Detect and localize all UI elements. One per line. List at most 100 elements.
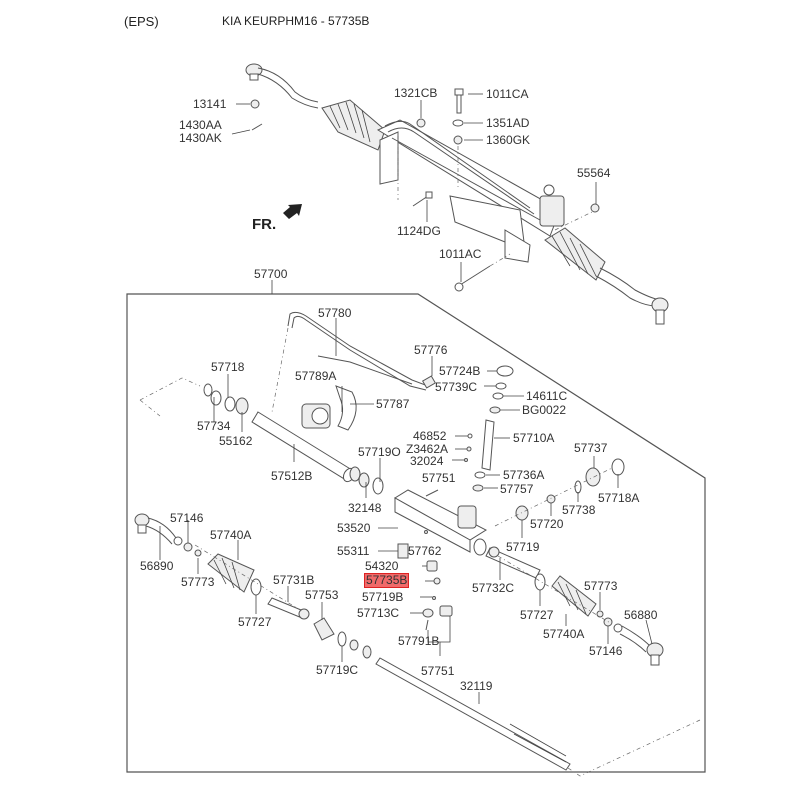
part-label-32148[interactable]: 32148 — [348, 501, 382, 515]
part-label-1360GK[interactable]: 1360GK — [486, 133, 531, 147]
seal-57757[interactable] — [472, 484, 484, 492]
part-label-57146-left[interactable]: 57146 — [170, 511, 204, 525]
part-label-57713C[interactable]: 57713C — [357, 606, 400, 620]
part-label-57512B[interactable]: 57512B — [271, 469, 313, 483]
part-label-57773-left[interactable]: 57773 — [181, 575, 215, 589]
part-label-57739C[interactable]: 57739C — [435, 380, 478, 394]
bolt-1011AC[interactable] — [454, 265, 491, 292]
boot-57740A-left[interactable] — [207, 553, 255, 593]
part-label-57787[interactable]: 57787 — [376, 397, 410, 411]
part-label-55564[interactable]: 55564 — [577, 166, 611, 180]
part-label-57719[interactable]: 57719 — [506, 540, 540, 554]
part-label-57737[interactable]: 57737 — [574, 441, 608, 455]
part-label-55162[interactable]: 55162 — [219, 434, 253, 448]
part-label-57718A[interactable]: 57718A — [598, 491, 640, 505]
part-label-46852[interactable]: 46852 — [413, 429, 447, 443]
part-label-57762[interactable]: 57762 — [408, 544, 442, 558]
seal-55162[interactable] — [235, 397, 249, 415]
boot-upper-right[interactable] — [544, 227, 606, 281]
rack-32119[interactable] — [375, 657, 571, 771]
part-label-57719O[interactable]: 57719O — [358, 445, 401, 459]
part-label-BG0022[interactable]: BG0022 — [522, 403, 567, 417]
o-ring-57736A[interactable] — [474, 471, 486, 479]
part-label-1430AA[interactable]: 1430AA — [179, 118, 222, 132]
pin-57751[interactable] — [425, 489, 439, 497]
housing-53520[interactable] — [394, 489, 488, 556]
part-label-57731B[interactable]: 57731B — [273, 573, 315, 587]
clamp-57727-left[interactable] — [250, 578, 262, 596]
part-label-57719B[interactable]: 57719B — [362, 590, 404, 604]
nut-57720[interactable] — [546, 494, 556, 504]
cotter-pin-1430[interactable] — [251, 123, 263, 131]
part-label-1430AK[interactable]: 1430AK — [179, 131, 222, 145]
part-label-32119[interactable]: 32119 — [460, 679, 493, 693]
part-label-57727-left[interactable]: 57727 — [238, 615, 272, 629]
part-label-54320[interactable]: 54320 — [365, 559, 399, 573]
screw-57791B[interactable] — [425, 619, 429, 631]
part-label-13141[interactable]: 13141 — [193, 97, 227, 111]
part-label-1321CB[interactable]: 1321CB — [394, 86, 438, 100]
o-ring-57719O[interactable] — [372, 477, 384, 495]
part-label-57757[interactable]: 57757 — [500, 482, 534, 496]
tie-rod-end-upper-right[interactable] — [595, 267, 669, 325]
part-label-32024[interactable]: 32024 — [410, 454, 444, 468]
nut-1321CB[interactable] — [416, 118, 426, 128]
part-label-57776[interactable]: 57776 — [414, 343, 448, 357]
part-label-1351AD[interactable]: 1351AD — [486, 116, 530, 130]
part-label-57710A[interactable]: 57710A — [513, 431, 555, 445]
tie-rod-end-upper-left[interactable] — [245, 63, 319, 109]
washer-BG0022[interactable] — [489, 406, 501, 414]
valve-57710A[interactable] — [481, 419, 495, 471]
part-label-57789A[interactable]: 57789A — [295, 369, 337, 383]
seal-57718A[interactable] — [611, 458, 625, 476]
o-ring-57718[interactable] — [210, 390, 236, 412]
clamp-57773-left[interactable] — [194, 549, 202, 557]
part-label-57753[interactable]: 57753 — [305, 588, 339, 602]
part-label-14611C[interactable]: 14611C — [526, 389, 568, 403]
clamp-57773-right[interactable] — [596, 610, 604, 618]
part-label-57146-right[interactable]: 57146 — [589, 644, 623, 658]
nut-1360GK[interactable] — [453, 135, 463, 145]
cap-57737[interactable] — [585, 467, 601, 487]
part-label-57719C[interactable]: 57719C — [316, 663, 359, 677]
o-ring-57738[interactable] — [574, 480, 582, 494]
part-label-53520[interactable]: 53520 — [337, 521, 371, 535]
part-label-57780[interactable]: 57780 — [318, 306, 352, 320]
part-label-55311[interactable]: 55311 — [337, 544, 370, 558]
part-label-57724B[interactable]: 57724B — [439, 364, 481, 378]
part-label-57773-right[interactable]: 57773 — [584, 579, 618, 593]
part-label-57718[interactable]: 57718 — [211, 360, 245, 374]
washer-1351AD[interactable] — [452, 119, 464, 127]
seal-lower[interactable] — [362, 645, 372, 659]
inner-tie-rod-57731B[interactable] — [267, 597, 310, 620]
part-label-1124DG[interactable]: 1124DG — [397, 224, 441, 238]
sensor-57751[interactable] — [439, 605, 453, 617]
nut-57146-left[interactable] — [183, 542, 193, 552]
clamp-57787[interactable] — [335, 385, 357, 431]
clamp-57727-right[interactable] — [534, 573, 546, 591]
part-label-57735B-highlighted[interactable]: 57735B — [363, 573, 410, 588]
part-label-57791B[interactable]: 57791B — [398, 634, 440, 648]
cap-57713C[interactable] — [422, 608, 434, 618]
bellows-57753[interactable] — [313, 617, 335, 641]
part-label-57738[interactable]: 57738 — [562, 503, 596, 517]
boot-57740A-right[interactable] — [551, 575, 597, 617]
part-label-Z3462A[interactable]: Z3462A — [406, 442, 449, 456]
part-label-1011AC[interactable]: 1011AC — [439, 247, 482, 261]
washer-14611C[interactable] — [492, 392, 504, 400]
nut-13141[interactable] — [250, 99, 260, 109]
o-ring-57734[interactable] — [203, 383, 213, 397]
o-ring-57719C[interactable] — [337, 631, 347, 647]
part-label-57740A-right[interactable]: 57740A — [543, 627, 585, 641]
snap-ring-57739C[interactable] — [495, 382, 507, 390]
part-label-1011CA[interactable]: 1011CA — [486, 87, 529, 101]
part-label-57751-pin[interactable]: 57751 — [422, 471, 456, 485]
pin-57762[interactable] — [424, 530, 428, 534]
pin-32024[interactable] — [464, 458, 468, 462]
bolt-1011CA[interactable] — [454, 88, 464, 114]
nut-55564[interactable] — [590, 203, 600, 213]
part-label-57736A[interactable]: 57736A — [503, 468, 545, 482]
seal-32148[interactable] — [349, 466, 370, 488]
tie-rod-end-56890[interactable] — [134, 513, 183, 546]
bushing-55311[interactable] — [397, 543, 409, 559]
